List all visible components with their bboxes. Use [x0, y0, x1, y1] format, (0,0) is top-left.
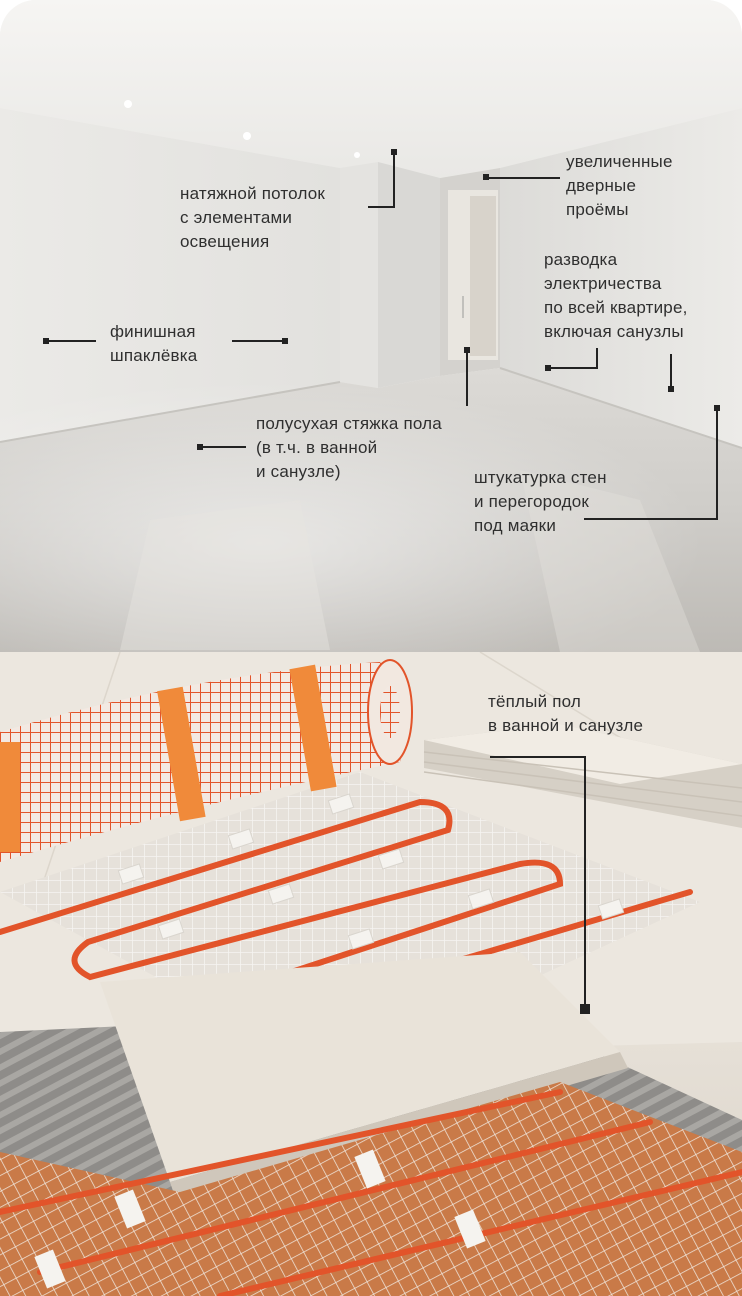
label-putty: финишная шпаклёвка [110, 322, 198, 365]
leader-ceiling-v [393, 152, 395, 208]
room-photo: натяжной потолок с элементами освещения … [0, 0, 742, 652]
label-doors: увеличенные дверные проёмы [566, 152, 673, 219]
marker-wiring [545, 365, 551, 371]
heating-mat-illustration [0, 652, 742, 1296]
marker-putty-left [43, 338, 49, 344]
leader-wiring-h [548, 367, 598, 369]
room-illustration [0, 0, 742, 652]
marker-ceiling [391, 149, 397, 155]
label-plaster: штукатурка стен и перегородок под маяки [474, 468, 607, 535]
leader-warm-floor-h [490, 756, 586, 758]
leader-wiring-v [596, 348, 598, 368]
leader-warm-floor-v [584, 756, 586, 1010]
mat-roll [0, 659, 413, 862]
marker-screed-2 [464, 347, 470, 353]
marker-wiring-2 [668, 386, 674, 392]
leader-wiring-2 [670, 354, 672, 388]
leader-ceiling-h [368, 206, 394, 208]
marker-screed [197, 444, 203, 450]
marker-plaster [714, 405, 720, 411]
leader-doors [486, 177, 560, 179]
leader-putty-left [46, 340, 96, 342]
leader-screed [200, 446, 246, 448]
label-ceiling: натяжной потолок с элементами освещения [180, 184, 326, 251]
marker-warm-floor [580, 1004, 590, 1014]
marker-putty-right [282, 338, 288, 344]
label-warm-floor: тёплый пол в ванной и санузле [488, 692, 644, 735]
leader-plaster-v [716, 408, 718, 520]
heating-mat-photo: тёплый пол в ванной и санузле [0, 652, 742, 1296]
leader-plaster-h [584, 518, 718, 520]
label-screed: полусухая стяжка пола (в т.ч. в ванной и… [256, 414, 442, 481]
marker-doors [483, 174, 489, 180]
label-wiring: разводка электричества по всей квартире,… [544, 250, 688, 341]
leader-putty-right [232, 340, 284, 342]
leader-screed-v [466, 350, 468, 406]
